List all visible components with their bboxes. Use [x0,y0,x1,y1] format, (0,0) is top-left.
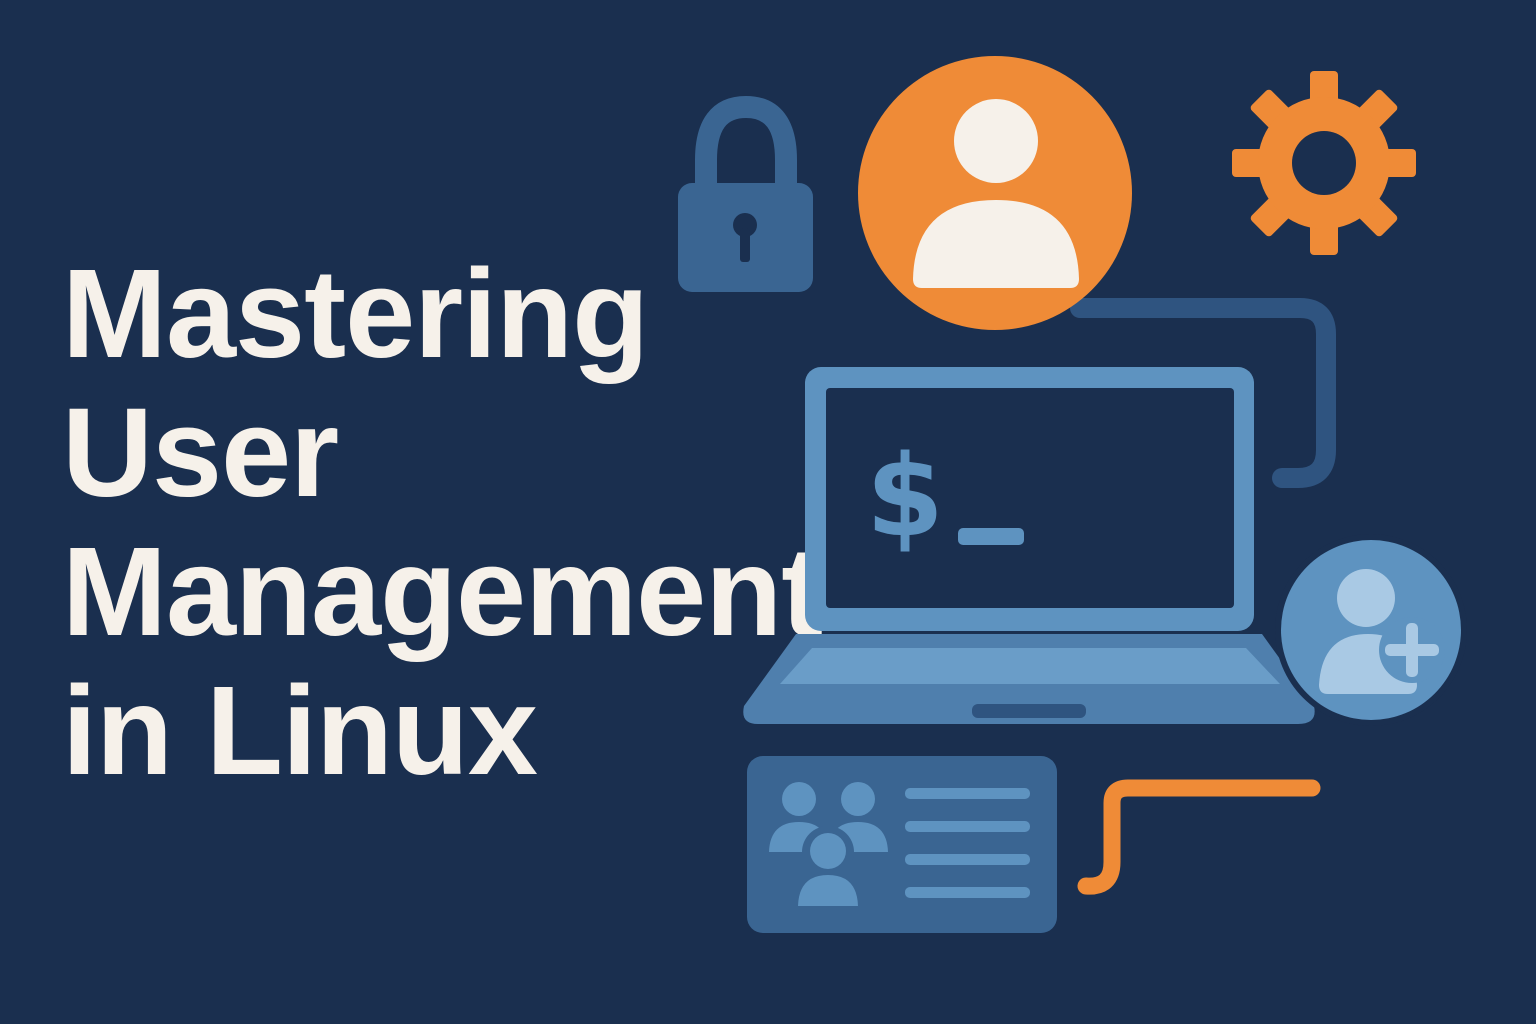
user-icon [858,56,1132,330]
laptop-icon [743,367,1315,724]
connector-line-orange [1077,779,1321,895]
card-text-lines [905,788,1030,898]
headline-line-3: Management [62,521,823,662]
cursor-underscore [958,528,1024,545]
terminal-prompt-icon: $ [866,432,1024,562]
connector-line-user [1070,298,1336,488]
add-user-icon [1275,534,1467,726]
headline-line-4: in Linux [62,660,538,801]
group-card-icon [747,756,1057,933]
headline-line-2: User [62,382,339,523]
headline-line-1: Mastering [62,243,649,384]
headline: Mastering User Management in Linux [62,243,823,801]
lock-icon [678,95,813,292]
prompt-symbol: $ [866,432,944,562]
gear-icon [1232,71,1416,255]
